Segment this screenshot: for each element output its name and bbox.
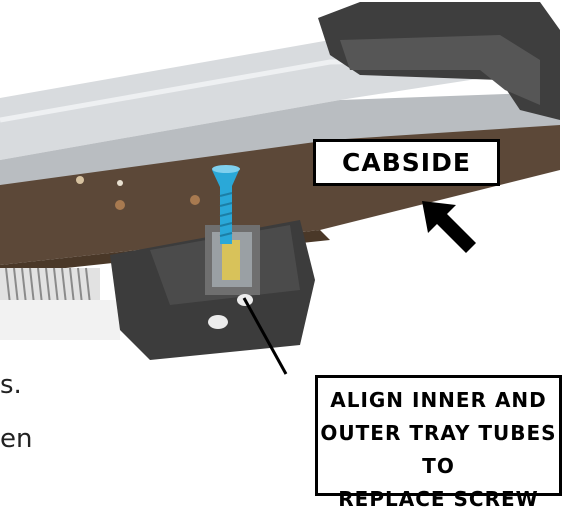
callout-line-1: ALIGN INNER AND [330, 388, 547, 412]
cropped-text-fragment-2: en [0, 424, 33, 454]
screw-icon [212, 165, 240, 244]
bracket [110, 220, 315, 360]
spring-icon [0, 267, 100, 305]
callout-line-3: REPLACE SCREW [338, 487, 539, 511]
align-tubes-callout: ALIGN INNER AND OUTER TRAY TUBES TO REPL… [315, 375, 562, 511]
cropped-text-fragment-1: s. [0, 370, 22, 400]
cabside-label: CABSIDE [313, 139, 500, 186]
cabside-arrow-icon [422, 201, 476, 253]
callout-leader-line [242, 297, 288, 375]
callout-line-2: OUTER TRAY TUBES TO [320, 421, 557, 478]
